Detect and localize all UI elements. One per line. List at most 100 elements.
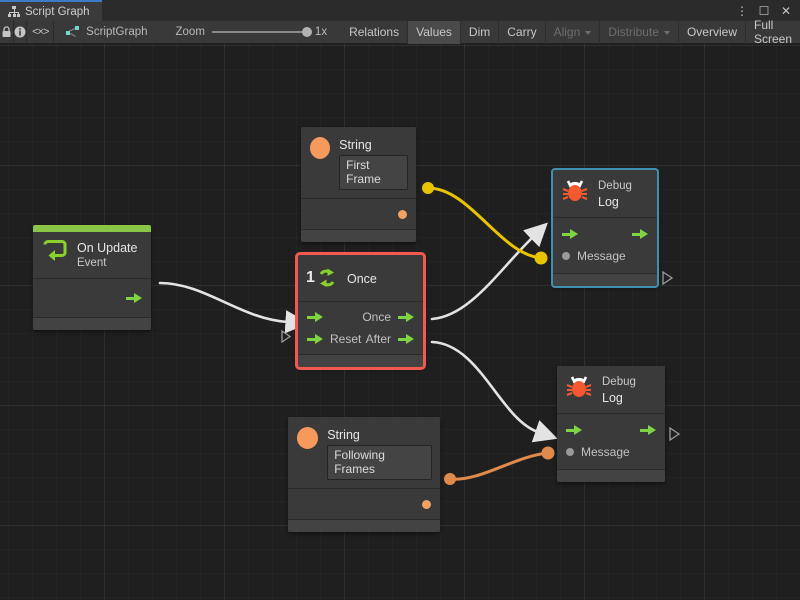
port-row-flow[interactable] bbox=[553, 223, 657, 245]
edge-endpoint-string-following-to-message-bottom[interactable] bbox=[541, 446, 555, 460]
maximize-icon[interactable]: ☐ bbox=[758, 3, 770, 18]
toolbar-item-overview[interactable]: Overview bbox=[679, 20, 746, 44]
zoom-label: Zoom bbox=[175, 26, 205, 38]
node-body: Message bbox=[557, 414, 665, 469]
node-header: String Following Frames bbox=[288, 417, 440, 488]
node-once[interactable]: 1 Once bbox=[295, 252, 426, 370]
window-controls: ⋮ ☐ ✕ bbox=[732, 0, 796, 21]
flow-in-connector-reset-icon[interactable] bbox=[281, 330, 292, 343]
toolbar-items: Relations Values Dim Carry Align Distrib… bbox=[341, 18, 800, 46]
chevron-down-icon bbox=[585, 30, 592, 35]
port-row-reset-after[interactable]: Reset After bbox=[298, 328, 423, 350]
close-icon[interactable]: ✕ bbox=[780, 3, 792, 18]
more-options-icon[interactable]: ⋮ bbox=[736, 3, 748, 18]
toolbar-item-relations[interactable]: Relations bbox=[341, 20, 409, 44]
once-badge: 1 bbox=[306, 269, 315, 286]
edge-once-after-to-debug-bottom[interactable] bbox=[430, 340, 558, 443]
node-body: Message bbox=[553, 218, 657, 273]
toolbar-item-full-screen[interactable]: Full Screen bbox=[746, 18, 800, 46]
port-row-out-value[interactable] bbox=[301, 206, 416, 222]
once-loop-icon: 1 bbox=[306, 266, 338, 290]
divider bbox=[557, 413, 665, 414]
node-debug-log-top[interactable]: Debug Log Message bbox=[551, 168, 659, 288]
toolbar-item-label: Dim bbox=[468, 25, 491, 39]
toolbar-item-carry[interactable]: Carry bbox=[499, 20, 546, 44]
toolbar-item-distribute[interactable]: Distribute bbox=[600, 20, 679, 44]
flow-out-arrow-icon[interactable] bbox=[640, 424, 656, 436]
flow-out-connector-top-icon[interactable] bbox=[662, 271, 674, 285]
flow-in-arrow-icon[interactable] bbox=[566, 424, 582, 436]
script-graph-icon bbox=[66, 26, 80, 38]
node-string-first-frame[interactable]: String First Frame bbox=[301, 127, 416, 242]
flow-out-arrow-icon[interactable] bbox=[632, 228, 648, 240]
debug-bug-icon bbox=[565, 374, 593, 400]
node-subtitle: Log bbox=[602, 391, 623, 405]
lock-icon[interactable] bbox=[0, 20, 14, 44]
edge-endpoint-string-first-to-message-top[interactable] bbox=[534, 251, 548, 265]
string-value-icon bbox=[310, 137, 331, 159]
node-footer bbox=[557, 469, 665, 482]
flow-in-arrow-icon[interactable] bbox=[562, 228, 578, 240]
window-tab-bar: Script Graph ⋮ ☐ ✕ bbox=[0, 0, 800, 21]
flow-in-arrow-icon[interactable] bbox=[307, 311, 323, 323]
port-row-message[interactable]: Message bbox=[553, 245, 657, 267]
edge-endpoint-string-first-to-message-top[interactable] bbox=[422, 182, 434, 194]
tab-label: Script Graph bbox=[25, 5, 90, 18]
flow-out-arrow-icon[interactable] bbox=[126, 292, 142, 304]
divider bbox=[553, 217, 657, 218]
node-footer bbox=[301, 229, 416, 242]
edge-endpoint-string-following-to-message-bottom[interactable] bbox=[444, 473, 456, 485]
toolbar-item-values[interactable]: Values bbox=[408, 20, 461, 44]
edge-string-first-to-message-top[interactable] bbox=[426, 186, 543, 260]
port-row-out-flow[interactable] bbox=[33, 287, 151, 309]
info-icon[interactable] bbox=[14, 20, 28, 44]
breadcrumb[interactable]: ScriptGraph bbox=[54, 26, 157, 38]
divider bbox=[33, 278, 151, 279]
node-title: String bbox=[339, 138, 372, 152]
node-debug-log-bottom[interactable]: Debug Log Message bbox=[557, 366, 665, 482]
message-in-port-icon[interactable] bbox=[562, 252, 570, 260]
zoom-slider-handle[interactable] bbox=[301, 27, 312, 37]
flow-out-connector-bottom-icon[interactable] bbox=[669, 427, 681, 441]
edge-once-out-to-debug-top[interactable] bbox=[430, 222, 548, 321]
node-subtitle: Log bbox=[598, 195, 619, 209]
angle-brackets-icon[interactable]: <×> bbox=[27, 20, 55, 44]
graph-canvas[interactable]: On Update Event String First Fra bbox=[0, 44, 800, 600]
node-accent-bar bbox=[33, 225, 151, 232]
node-header: String First Frame bbox=[301, 127, 416, 198]
zoom-slider[interactable] bbox=[211, 27, 312, 37]
port-label-message: Message bbox=[581, 445, 630, 459]
string-value-field[interactable]: First Frame bbox=[339, 155, 408, 190]
node-subtitle: Event bbox=[77, 257, 107, 269]
edge-string-following-to-message-bottom[interactable] bbox=[448, 451, 550, 481]
node-title: Debug bbox=[602, 376, 636, 388]
node-header: 1 Once bbox=[298, 255, 423, 301]
toolbar-item-label: Carry bbox=[507, 25, 537, 39]
flow-out-after-arrow-icon[interactable] bbox=[398, 333, 414, 345]
port-label-message: Message bbox=[577, 249, 626, 263]
port-row-message[interactable]: Message bbox=[557, 441, 665, 463]
node-on-update[interactable]: On Update Event bbox=[33, 225, 151, 330]
zoom-control: Zoom 1x bbox=[176, 26, 328, 38]
node-title: On Update bbox=[77, 241, 138, 255]
edge-onupdate-to-once[interactable] bbox=[158, 281, 309, 334]
flow-in-reset-arrow-icon[interactable] bbox=[307, 333, 323, 345]
toolbar-item-align[interactable]: Align bbox=[546, 20, 601, 44]
node-footer bbox=[553, 273, 657, 286]
message-in-port-icon[interactable] bbox=[566, 448, 574, 456]
port-row-flow[interactable] bbox=[557, 419, 665, 441]
toolbar-item-label: Full Screen bbox=[753, 18, 793, 46]
node-string-following-frames[interactable]: String Following Frames bbox=[288, 417, 440, 532]
toolbar-item-label: Overview bbox=[686, 25, 737, 39]
port-row-enter-once[interactable]: Once bbox=[298, 306, 423, 328]
port-row-out-value[interactable] bbox=[288, 496, 440, 512]
node-header: On Update Event bbox=[33, 232, 151, 278]
tab-script-graph[interactable]: Script Graph bbox=[0, 0, 102, 21]
flow-out-arrow-icon[interactable] bbox=[398, 311, 414, 323]
toolbar-item-dim[interactable]: Dim bbox=[461, 20, 500, 44]
string-value-field[interactable]: Following Frames bbox=[327, 445, 432, 480]
toolbar-item-label: Relations bbox=[349, 25, 400, 39]
value-out-port-icon[interactable] bbox=[422, 499, 431, 509]
value-out-port-icon[interactable] bbox=[398, 209, 407, 219]
